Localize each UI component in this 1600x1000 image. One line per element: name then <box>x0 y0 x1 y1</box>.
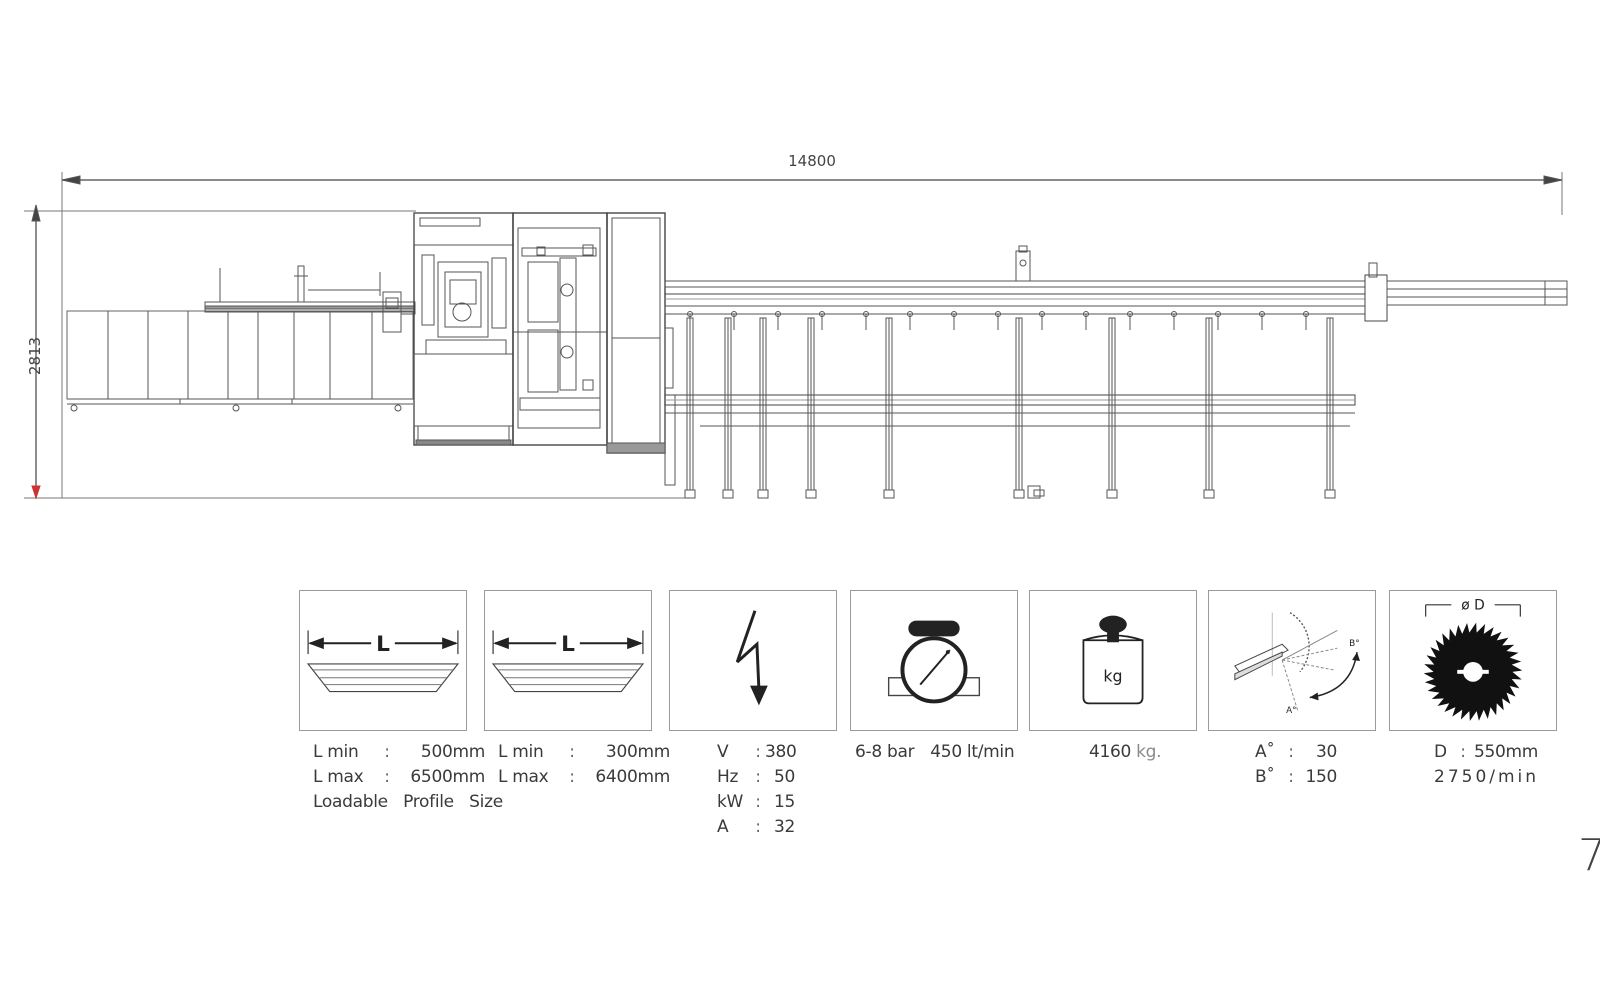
conveyor-leg <box>722 317 734 499</box>
conveyor-support-rods <box>687 311 1309 330</box>
voltage-label: V <box>717 742 729 762</box>
electrical-icon-box <box>669 590 837 731</box>
blade-speed-value: 2750/min <box>1434 767 1540 787</box>
lmax-value: 6500mm <box>410 767 485 787</box>
machine-side-view-drawing: 14800 2813 <box>24 152 1568 500</box>
conveyor-leg <box>1203 317 1215 499</box>
angle-specs: A˚:30 B˚:150 <box>1255 740 1337 790</box>
profile-length-icon: L <box>491 630 645 693</box>
conveyor-leg <box>1013 317 1025 499</box>
conveyor-leg <box>1106 317 1118 499</box>
loader-2-specs: L min : 300mm L max : 6400mm <box>498 740 670 790</box>
height-dimension-line <box>24 204 690 500</box>
profile-length-icon: L <box>306 630 460 693</box>
current-value: 32 <box>773 817 795 837</box>
blade-diameter-value: 550mm <box>1474 742 1539 762</box>
angle-a-value: 30 <box>1315 742 1337 762</box>
blade-icon-box: ø D <box>1389 590 1557 731</box>
svg-text:L: L <box>561 632 575 657</box>
power-label: kW <box>717 792 744 812</box>
loader-2-icon-box: L <box>484 590 652 731</box>
lmax-label: L max <box>498 767 549 787</box>
pressure-gauge-icon <box>887 620 981 704</box>
electrical-specs: V:380 Hz:50 kW:15 A:32 <box>717 740 797 840</box>
lmax-value: 6400mm <box>595 767 670 787</box>
svg-text:kg: kg <box>1103 667 1122 686</box>
angle-icon-box: B° A° <box>1208 590 1376 731</box>
lmin-label: L min <box>313 742 359 762</box>
lmin-value: 300mm <box>605 742 670 762</box>
loading-magazine <box>66 265 416 412</box>
lmin-label: L min <box>498 742 544 762</box>
conveyor-leg <box>805 317 817 499</box>
conveyor-leg <box>757 317 769 499</box>
voltage-value: 380 <box>765 742 797 762</box>
svg-text:B°: B° <box>1349 639 1360 649</box>
outfeed-conveyor <box>664 245 1568 499</box>
lmin-value: 500mm <box>420 742 485 762</box>
blade-specs: D:550mm 2750/min <box>1434 740 1539 790</box>
current-label: A <box>717 817 729 837</box>
angle-a-label: A˚ <box>1255 742 1275 762</box>
lmax-label: L max <box>313 767 364 787</box>
loader-1-specs: L min : 500mm L max : 6500mm Loadable Pr… <box>313 740 503 815</box>
air-icon-box <box>850 590 1018 731</box>
power-value: 15 <box>773 792 795 812</box>
svg-text:A°: A° <box>1286 706 1297 716</box>
loadable-profile-note: Loadable Profile Size <box>313 792 503 812</box>
saw-cabinet <box>413 212 676 486</box>
conveyor-leg <box>883 317 895 499</box>
weight-specs: 4160 kg. <box>1089 740 1162 765</box>
frequency-value: 50 <box>773 767 795 787</box>
weight-icon: kg <box>1082 615 1144 705</box>
air-pressure-value: 6-8 bar <box>855 742 915 762</box>
air-specs: 6-8 bar 450 lt/min <box>855 740 1015 765</box>
page-number: 7 <box>1578 830 1600 881</box>
frequency-label: Hz <box>717 767 739 787</box>
lightning-bolt-icon <box>735 610 768 706</box>
conveyor-legs <box>684 317 1336 499</box>
saw-blade-icon: ø D <box>1423 598 1523 722</box>
weight-icon-box: kg <box>1029 590 1197 731</box>
svg-text:L: L <box>376 632 390 657</box>
svg-text:ø D: ø D <box>1461 598 1484 614</box>
blade-diameter-label: D <box>1434 742 1447 762</box>
length-dimension-line <box>61 172 1563 498</box>
loader-1-icon-box: L <box>299 590 467 731</box>
length-dimension-label: 14800 <box>788 152 836 170</box>
saw-angle-icon: B° A° <box>1234 612 1361 716</box>
height-dimension-label: 2813 <box>26 337 44 375</box>
air-flow-value: 450 lt/min <box>930 742 1015 762</box>
angle-b-label: B˚ <box>1255 767 1275 787</box>
weight-value: 4160 <box>1089 742 1132 762</box>
conveyor-leg <box>1324 317 1336 499</box>
angle-b-value: 150 <box>1305 767 1337 787</box>
weight-unit: kg. <box>1136 742 1162 762</box>
conveyor-leg <box>684 317 696 499</box>
